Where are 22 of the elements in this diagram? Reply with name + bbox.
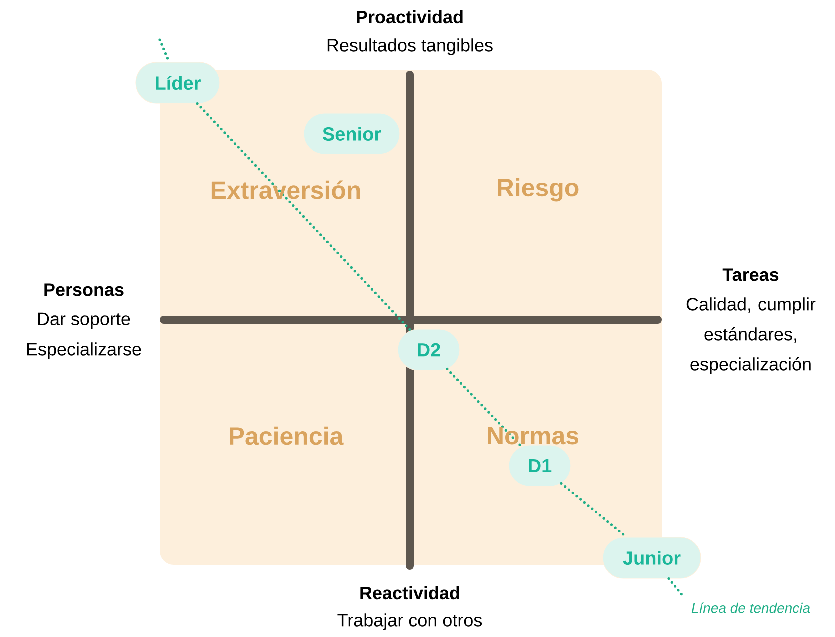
- quadrant-label: Extraversión: [212, 180, 360, 200]
- axis-heading: Personas: [44, 284, 124, 296]
- trend-line: [446, 368, 523, 448]
- level-pill: D1: [508, 445, 572, 487]
- axis-heading: Reactividad: [360, 586, 460, 600]
- level-pill: Junior: [602, 537, 702, 579]
- axis-text: Resultados tangibles: [328, 38, 493, 56]
- quadrant-label: Normas: [488, 427, 578, 445]
- quadrant-label: Riesgo: [498, 178, 579, 202]
- trend-line: [668, 578, 684, 598]
- level-pill: Senior: [304, 113, 400, 155]
- legend-note: Línea de tendencia: [692, 602, 810, 614]
- axis-text: Calidad, cumplir estándares, especialización: [686, 298, 816, 374]
- level-pill: Líder: [136, 62, 220, 104]
- quadrant-label: Paciencia: [230, 426, 344, 446]
- axis-text: Dar soporte: [38, 312, 130, 330]
- axis-heading: Proactividad: [357, 10, 463, 24]
- axis-text: Especializarse: [27, 342, 142, 360]
- axis-heading: Tareas: [722, 268, 779, 282]
- axis-text: Trabajar con otros: [338, 614, 482, 630]
- trend-line: [196, 102, 412, 332]
- level-pill: D2: [398, 329, 460, 371]
